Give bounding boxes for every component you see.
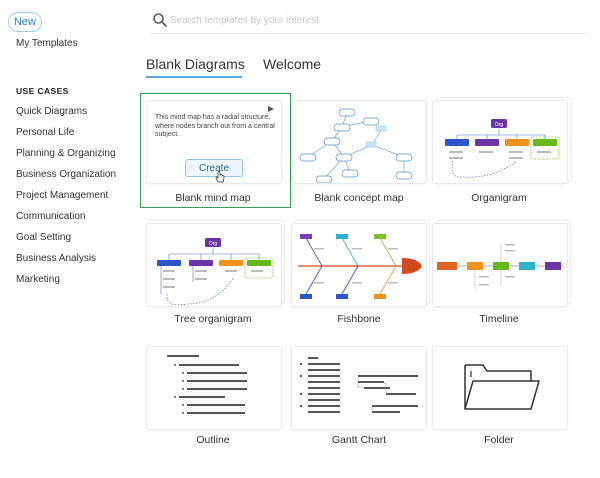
- template-label[interactable]: Outline: [196, 434, 230, 446]
- active-tab-indicator: [146, 76, 242, 78]
- use-case-goal-setting[interactable]: Goal Setting: [16, 232, 72, 243]
- play-icon[interactable]: [267, 105, 275, 113]
- svg-text:Org: Org: [495, 122, 504, 128]
- timeline-thumbnail: [437, 244, 563, 290]
- tree-organigram-thumbnail: Org: [157, 238, 274, 306]
- template-label[interactable]: Tree organigram: [174, 313, 252, 325]
- use-case-quick-diagrams[interactable]: Quick Diagrams: [16, 106, 88, 117]
- search-underline: [150, 33, 590, 34]
- use-case-marketing[interactable]: Marketing: [16, 274, 60, 285]
- organigram-thumbnail-card: Org: [432, 100, 568, 184]
- template-card-outline[interactable]: [146, 346, 282, 430]
- selected-template-frame: [140, 93, 291, 208]
- fishbone-thumbnail: [298, 234, 422, 299]
- create-button[interactable]: Create: [185, 159, 243, 177]
- tab-blank-diagrams[interactable]: Blank Diagrams: [146, 56, 245, 72]
- template-label[interactable]: Gantt Chart: [331, 434, 387, 446]
- use-case-communication[interactable]: Communication: [16, 211, 86, 222]
- template-card-folder[interactable]: [432, 346, 568, 430]
- search-icon: [153, 13, 167, 27]
- concept-map-thumbnail: [299, 108, 413, 183]
- search-input[interactable]: [170, 11, 570, 29]
- folder-icon: [464, 364, 540, 410]
- use-cases-heading: USE CASES: [16, 86, 69, 96]
- new-button[interactable]: New: [8, 12, 42, 32]
- template-label[interactable]: Blank mind map: [175, 192, 251, 204]
- template-label[interactable]: Folder: [484, 434, 514, 446]
- template-card-blank-mind-map[interactable]: This mind map has a radial structure, wh…: [146, 100, 282, 184]
- gantt-thumbnail: [300, 357, 418, 413]
- organigram-thumbnail: Org: [445, 119, 560, 178]
- hand-cursor-icon: [215, 171, 225, 183]
- use-case-personal-life[interactable]: Personal Life: [16, 127, 75, 138]
- template-card-blank-concept-map[interactable]: [291, 100, 427, 184]
- template-card-gantt-chart[interactable]: [291, 346, 427, 430]
- template-label[interactable]: Timeline: [479, 313, 519, 325]
- svg-text:Org: Org: [209, 241, 218, 247]
- template-label[interactable]: Blank concept map: [314, 192, 404, 204]
- timeline-thumbnail-card: [432, 223, 568, 307]
- fishbone-thumbnail-card: [291, 223, 427, 307]
- use-case-project-management[interactable]: Project Management: [16, 190, 109, 201]
- use-case-business-analysis[interactable]: Business Analysis: [16, 253, 97, 264]
- tree-organigram-thumbnail-card: Org: [146, 223, 282, 307]
- my-templates-link[interactable]: My Templates: [16, 38, 78, 49]
- use-case-planning-organizing[interactable]: Planning & Organizing: [16, 148, 116, 159]
- use-case-list: Quick Diagrams Personal Life Planning & …: [16, 105, 116, 294]
- outline-thumbnail: [167, 355, 247, 414]
- tab-welcome[interactable]: Welcome: [263, 56, 322, 72]
- template-label[interactable]: Fishbone: [337, 313, 381, 325]
- template-label[interactable]: Organigram: [471, 192, 527, 204]
- template-description: This mind map has a radial structure, wh…: [155, 114, 275, 138]
- use-case-business-organization[interactable]: Business Organization: [16, 169, 117, 180]
